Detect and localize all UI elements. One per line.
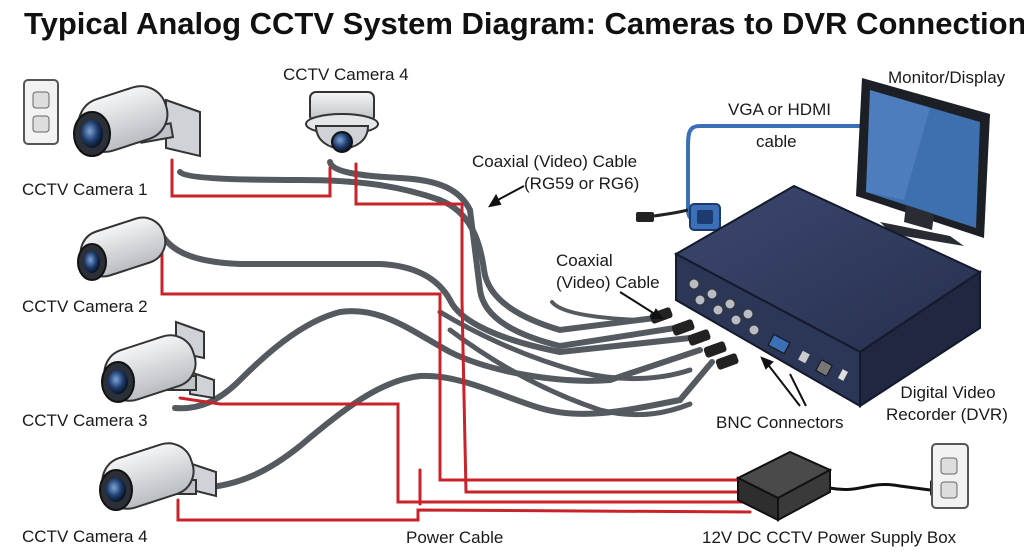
- monitor-icon: [856, 78, 990, 246]
- bullet-camera-icon-3: [101, 320, 215, 403]
- wall-outlet-icon: [23, 79, 59, 145]
- callout-arrows: [487, 185, 807, 407]
- dvr-icon: [673, 184, 983, 408]
- label-vga-line1: VGA or HDMI: [728, 100, 831, 119]
- video-cable-camera1: [177, 169, 658, 334]
- power-cable-camera2: [160, 252, 742, 482]
- power-cable-camera4-left: [176, 498, 752, 522]
- label-dvr-line1: Digital Video: [900, 383, 996, 402]
- video-cable-camera4-left: [197, 359, 715, 491]
- dome-camera-icon: [305, 91, 379, 153]
- power-cables: [160, 158, 752, 522]
- bullet-camera-icon-4: [99, 442, 217, 511]
- label-camera4-top: CCTV Camera 4: [283, 65, 409, 84]
- wall-outlet-icon-psu: [931, 443, 969, 509]
- label-coax-main-line2: (RG59 or RG6): [524, 174, 640, 193]
- video-cable-camera2: [157, 229, 693, 356]
- label-vga-line2: cable: [756, 132, 797, 151]
- label-camera3: CCTV Camera 3: [22, 411, 148, 430]
- label-monitor: Monitor/Display: [888, 68, 1006, 87]
- bullet-camera-icon-1: [73, 85, 201, 158]
- video-cable-camera4-top: [327, 159, 678, 350]
- vga-cable: [636, 124, 860, 231]
- label-dvr-line2: Recorder (DVR): [886, 405, 1008, 424]
- label-camera1: CCTV Camera 1: [22, 180, 148, 199]
- label-camera4-left: CCTV Camera 4: [22, 527, 148, 546]
- power-cable-camera1: [170, 158, 332, 198]
- label-coax-dvr-line1: Coaxial: [556, 251, 613, 270]
- diagram-title: Typical Analog CCTV System Diagram: Came…: [24, 6, 1024, 41]
- coax-loose-end: [550, 300, 642, 322]
- bullet-camera-icon-2: [77, 216, 167, 281]
- power-cable-camera4-top: [354, 162, 742, 494]
- hdmi-plug-icon: [636, 212, 654, 222]
- video-cable-camera3: [172, 308, 703, 412]
- label-power-cable: Power Cable: [406, 528, 504, 547]
- power-supply-icon: [735, 450, 948, 522]
- label-camera2: CCTV Camera 2: [22, 297, 148, 316]
- power-cable-camera3: [178, 396, 747, 504]
- label-coax-main-line1: Coaxial (Video) Cable: [472, 152, 638, 171]
- coax-extra-strand: [437, 309, 693, 382]
- coax-extra-strand-2: [447, 327, 693, 418]
- label-coax-dvr-line2: (Video) Cable: [556, 273, 660, 292]
- label-bnc: BNC Connectors: [716, 413, 844, 432]
- label-psu: 12V DC CCTV Power Supply Box: [702, 528, 957, 547]
- video-cables: [157, 159, 715, 491]
